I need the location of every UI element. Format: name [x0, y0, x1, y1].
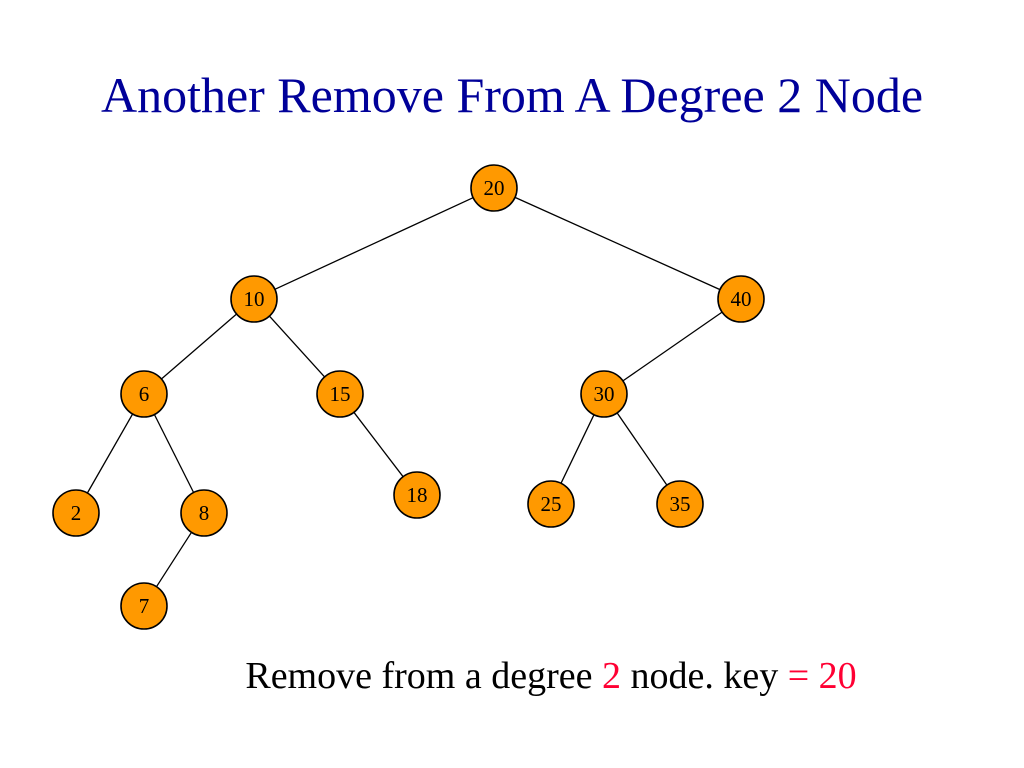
- tree-edge-40-30: [622, 311, 723, 382]
- tree-node-circle: [470, 164, 518, 212]
- caption: Remove from a degree 2 node. key = 20: [0, 652, 1024, 700]
- tree-node-label: 2: [71, 501, 82, 525]
- tree-node-circle: [580, 370, 628, 418]
- tree-node-10: 10: [230, 275, 278, 323]
- tree-edge-8-7: [155, 531, 193, 588]
- tree-edges: [86, 196, 723, 588]
- tree-node-35: 35: [656, 480, 704, 528]
- tree-node-20: 20: [470, 164, 518, 212]
- tree-edge-10-15: [268, 315, 326, 378]
- caption-text-middle: node. key: [620, 655, 788, 697]
- tree-node-circle: [656, 480, 704, 528]
- tree-nodes: 20 10 40 6 15 30 2 8 18 25 35 7: [52, 164, 765, 630]
- tree-node-label: 18: [407, 483, 428, 507]
- tree-node-circle: [316, 370, 364, 418]
- tree-node-label: 8: [199, 501, 210, 525]
- tree-edge-20-40: [514, 196, 721, 291]
- tree-node-label: 15: [330, 382, 351, 406]
- tree-node-circle: [717, 275, 765, 323]
- tree-node-label: 6: [139, 382, 150, 406]
- tree-node-circle: [230, 275, 278, 323]
- tree-node-label: 10: [244, 287, 265, 311]
- tree-node-circle: [52, 489, 100, 537]
- tree-edge-6-2: [86, 413, 134, 494]
- caption-text-start: Remove from a degree: [245, 655, 602, 697]
- tree-node-30: 30: [580, 370, 628, 418]
- tree-node-label: 25: [541, 492, 562, 516]
- caption-equals-sign: =: [787, 655, 810, 697]
- tree-edge-15-18: [353, 411, 404, 478]
- tree-node-label: 30: [594, 382, 615, 406]
- caption-key-value: 20: [818, 655, 857, 697]
- tree-node-circle: [527, 480, 575, 528]
- tree-node-8: 8: [180, 489, 228, 537]
- tree-node-18: 18: [393, 471, 441, 519]
- caption-degree-value: 2: [601, 655, 621, 697]
- tree-node-25: 25: [527, 480, 575, 528]
- tree-node-6: 6: [120, 370, 168, 418]
- tree-node-circle: [393, 471, 441, 519]
- tree-node-2: 2: [52, 489, 100, 537]
- tree-node-7: 7: [120, 582, 168, 630]
- tree-edge-30-25: [560, 414, 595, 484]
- tree-node-label: 40: [731, 287, 752, 311]
- tree-node-label: 35: [670, 492, 691, 516]
- tree-node-circle: [120, 370, 168, 418]
- tree-edge-30-35: [616, 412, 668, 486]
- tree-node-label: 7: [139, 594, 150, 618]
- slide-title: Another Remove From A Degree 2 Node: [100, 67, 924, 123]
- tree-edge-10-6: [160, 313, 238, 380]
- tree-node-15: 15: [316, 370, 364, 418]
- tree-edge-20-10: [274, 197, 474, 290]
- tree-edge-6-8: [153, 414, 195, 493]
- tree-node-label: 20: [484, 176, 505, 200]
- tree-node-circle: [120, 582, 168, 630]
- tree-node-circle: [180, 489, 228, 537]
- tree-node-40: 40: [717, 275, 765, 323]
